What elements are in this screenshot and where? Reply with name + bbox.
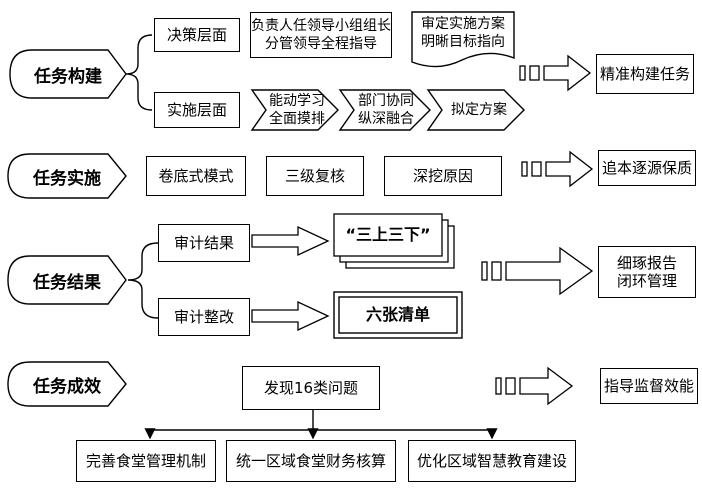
block-arrow-2 [545,150,594,188]
block-arrow-1 [543,54,592,92]
chevron-2-text: 部门协同 纵深融合 [358,93,414,127]
effect-item-2: 统一区域食堂财务核算 [226,440,396,482]
pill-execute [7,153,127,199]
audit-fix-target: 六张清单 [365,305,430,324]
double-box-inner [338,296,458,334]
chevron-1 [250,89,339,131]
block-arrow-3 [505,246,594,296]
label-effect: 任务成效 [33,376,101,397]
audit-result: 审计结果 [158,224,250,262]
pill-outcome [7,255,127,305]
arrow-bar-4a [495,377,502,395]
audit-result-target: “三上三下” [345,225,431,244]
arrow-bar-3b [491,261,502,281]
label-build: 任务构建 [34,66,102,87]
brace-build [125,34,153,111]
decision-level: 决策层面 [154,18,240,52]
arrow-bar-2a [521,161,528,177]
chevron-3-text: 拟定方案 [451,102,507,118]
result-execute: 追本逐源保质 [598,150,696,186]
audit-fix: 审计整改 [158,298,250,336]
stack-page-1 [333,213,443,257]
label-outcome: 任务结果 [33,272,101,293]
chevron-2 [338,89,431,131]
doc-text: 审定实施方案 明晰目标指向 [421,16,505,50]
doc-shape [411,11,515,68]
block-arrow-4 [519,366,574,406]
execute-item-2: 三级复核 [266,156,364,196]
brace-outcome [127,242,159,319]
decision-box: 负责人任领导小组组长 分管领导全程指导 [250,12,392,58]
hollow-arrow-2 [251,300,330,332]
effect-item-1: 完善食堂管理机制 [76,440,216,482]
chevron-1-text: 能动学习 全面摸排 [269,93,325,127]
result-outcome: 细琢报告 闭环管理 [598,246,696,298]
result-effect: 指导监督效能 [600,368,698,404]
execute-item-1: 卷底式模式 [146,156,246,196]
arrow-bar-1b [529,65,540,81]
result-build: 精准构建任务 [596,54,694,94]
hollow-arrow-1 [251,225,330,257]
pill-effect [7,361,127,407]
arrow-bar-2b [531,161,542,177]
arrow-bar-4b [505,377,516,395]
arrow-bar-3a [481,261,488,281]
arrow-bar-1a [519,65,526,81]
effect-item-3: 优化区域智慧教育建设 [408,440,576,482]
label-execute: 任务实施 [33,168,101,189]
tree-connectors [144,410,498,440]
implement-level: 实施层面 [154,92,240,128]
chevron-3 [426,89,525,131]
effect-center: 发现16类问题 [242,366,380,410]
execute-item-3: 深挖原因 [384,156,502,196]
